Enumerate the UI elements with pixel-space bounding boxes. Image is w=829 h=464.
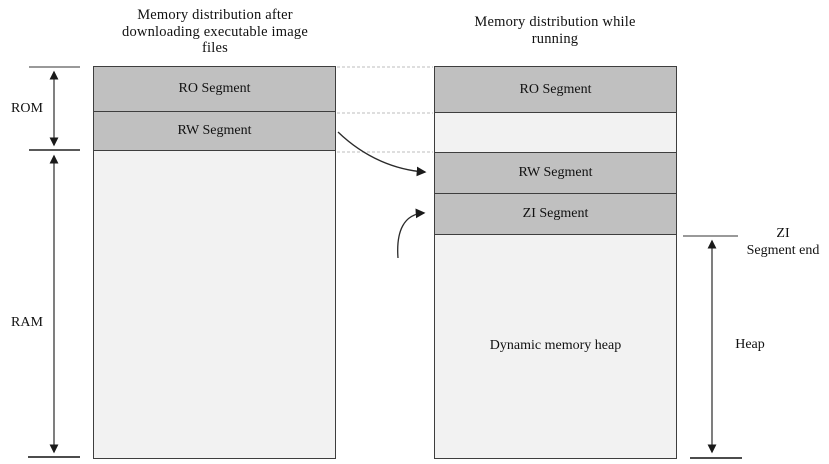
rom-label: ROM <box>11 101 43 116</box>
right-column-title: Memory distribution while running <box>474 14 636 47</box>
segment-empty-ram-left <box>94 151 335 458</box>
segment-gap-right <box>435 113 676 153</box>
segment-ro-left: RO Segment <box>94 67 335 112</box>
segment-rw-right-label: RW Segment <box>518 164 593 180</box>
zi-init-arrow <box>397 208 426 259</box>
segment-rw-left: RW Segment <box>94 111 335 151</box>
ram-extent-bracket <box>28 154 80 458</box>
segment-ro-right-label: RO Segment <box>519 81 592 97</box>
segment-heap-right: Dynamic memory heap <box>435 234 676 458</box>
segment-zi-right: ZI Segment <box>435 193 676 235</box>
zi-segment-end-line2: Segment end <box>746 242 820 258</box>
segment-rw-left-label: RW Segment <box>177 122 252 138</box>
segment-zi-right-label: ZI Segment <box>522 205 589 221</box>
zi-segment-end-label: ZI Segment end <box>741 226 825 259</box>
memory-box-after-download: RO Segment RW Segment <box>93 66 336 459</box>
segment-ro-right: RO Segment <box>435 67 676 113</box>
dashed-connector-lines <box>337 66 433 153</box>
segment-heap-label: Dynamic memory heap <box>489 338 622 354</box>
ram-label: RAM <box>11 315 43 330</box>
segment-rw-right: RW Segment <box>435 152 676 194</box>
zi-segment-end-line1: ZI <box>776 226 790 241</box>
heap-label: Heap <box>735 337 765 352</box>
segment-ro-left-label: RO Segment <box>178 80 251 96</box>
rw-relocation-arrow <box>337 131 427 177</box>
memory-box-while-running: RO Segment RW Segment ZI Segment Dynamic… <box>434 66 677 459</box>
left-column-title: Memory distribution after downloading ex… <box>122 7 308 56</box>
